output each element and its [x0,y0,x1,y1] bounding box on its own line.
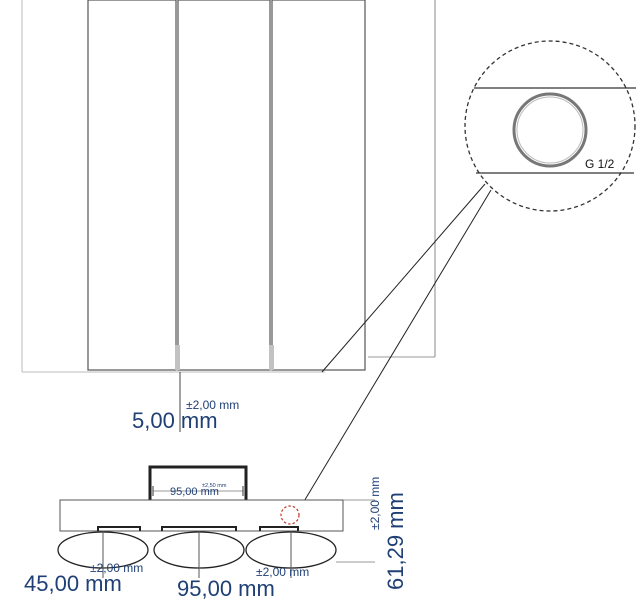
connection-hotspot [280,505,300,525]
connector-bracket [148,465,248,500]
front-view [21,0,436,432]
connector-dimension: 95,00 mm [170,486,219,498]
detail-circle [464,40,636,212]
callout-leader-2 [299,189,492,509]
radiator-panel-2 [177,0,271,371]
panel-body [59,499,344,532]
bracket-3 [259,526,299,531]
radiator-panel-1 [87,0,177,371]
gap-marker-left [175,345,180,370]
gap-dimension: 5,00 mm [132,408,218,433]
radiator-panel-3 [271,0,366,371]
depth-dimension: 61,29 mm [383,492,408,590]
callout-leader-1 [321,183,486,373]
bracket-markers [97,526,299,531]
depth-tolerance: ±2,00 mm [368,477,382,530]
pitch-left-dimension: 45,00 mm [24,571,122,596]
detail-callout: G 1/2 [464,40,636,212]
connector-tolerance: ±2,50 mm [202,483,227,489]
pitch-right-tolerance: ±2,00 mm [256,565,309,579]
top-view [57,465,375,578]
gap-marker-right [269,345,274,370]
gap-tolerance: ±2,00 mm [186,398,239,412]
thread-label: G 1/2 [585,157,615,171]
pipe-thread-outer [512,92,588,168]
bracket-2 [161,526,237,531]
pipe-thread-inner [516,96,584,164]
bracket-1 [97,526,141,531]
pitch-left-tolerance: ±2,00 mm [90,561,143,575]
pitch-right-dimension: 95,00 mm [177,576,275,601]
